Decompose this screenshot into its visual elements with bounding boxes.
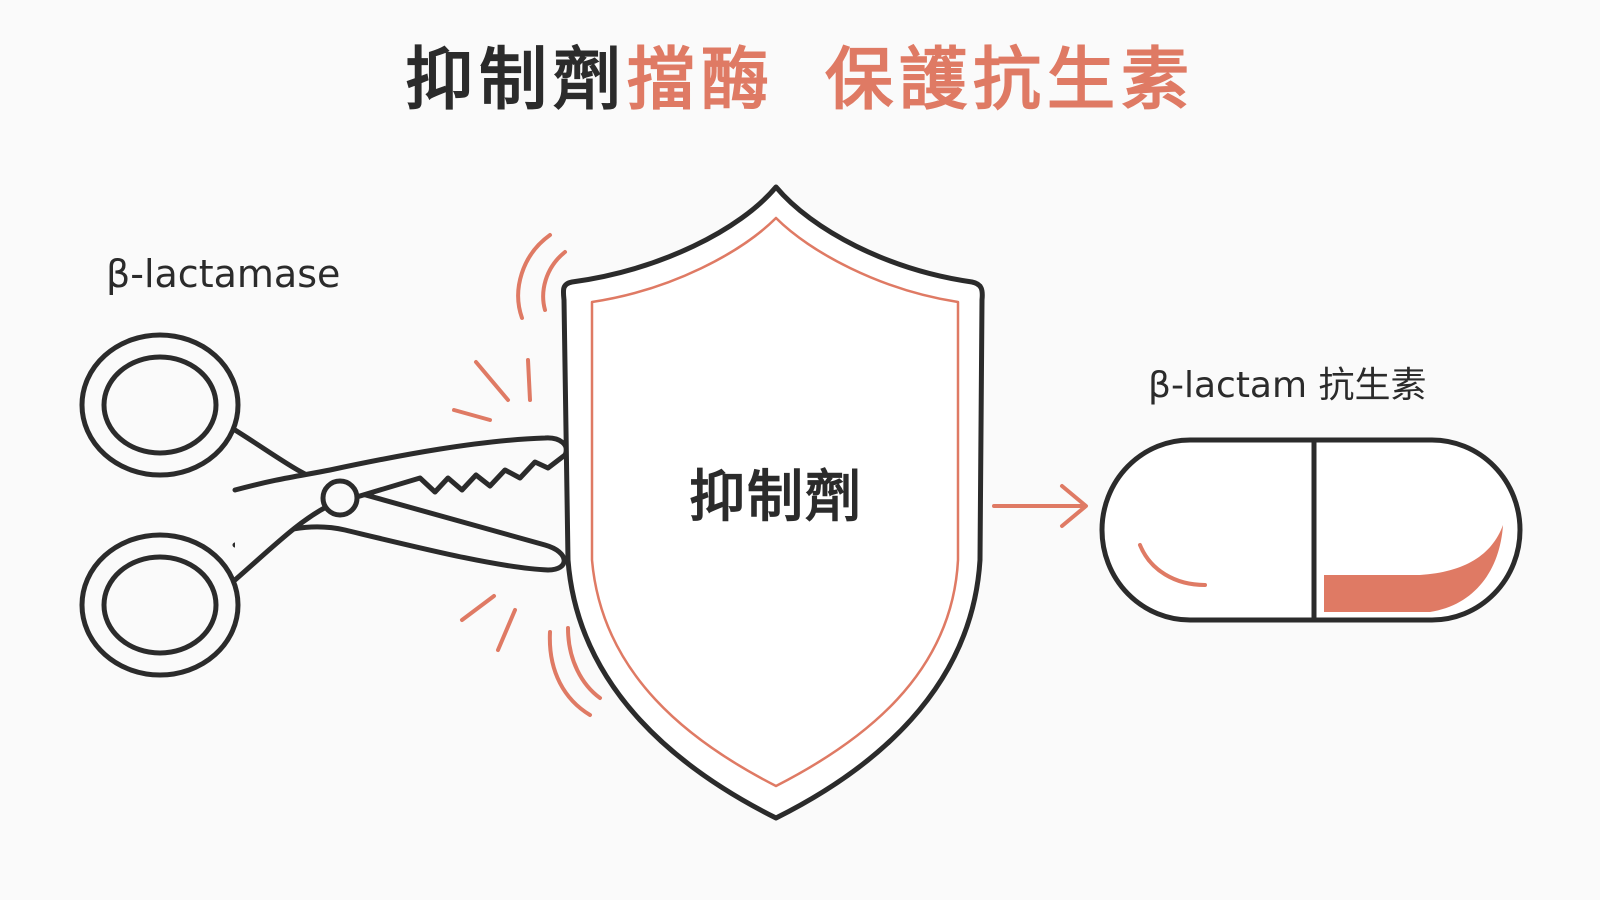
shield-icon <box>560 184 985 821</box>
title-inhibitor: 抑制劑 <box>404 41 627 120</box>
enzyme-label: β-lactamase <box>106 252 341 296</box>
antibiotic-label: β-lactam 抗生素 <box>1148 365 1427 406</box>
capsule-icon <box>1099 437 1523 623</box>
arrow-right-icon <box>992 484 1088 528</box>
page-title: 抑制劑擋酶保護抗生素 <box>0 40 1600 122</box>
title-protect-antibiotic: 保護抗生素 <box>825 41 1196 120</box>
scissors-icon <box>79 332 569 678</box>
title-block-enzyme: 擋酶 <box>626 41 775 120</box>
shield-label: 抑制劑 <box>689 465 863 530</box>
impact-lines-icon <box>452 233 602 717</box>
